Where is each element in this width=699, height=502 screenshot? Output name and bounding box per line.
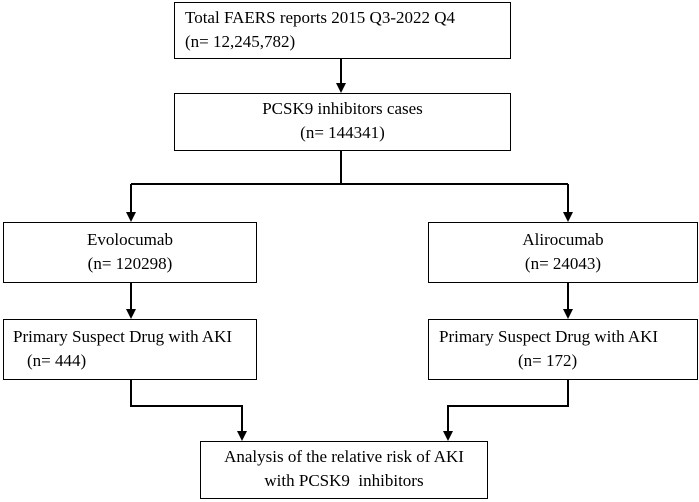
arrow-evo-aki-to-analysis bbox=[130, 379, 247, 441]
node-evolocumab-aki: Primary Suspect Drug with AKI (n= 444) bbox=[3, 319, 257, 380]
node-analysis-relative-risk: Analysis of the relative risk of AKI wit… bbox=[200, 441, 488, 499]
arrow-ali-aki-to-analysis bbox=[443, 379, 569, 441]
node-evolocumab-line1: Evolocumab bbox=[87, 230, 173, 249]
node-total-line1: Total FAERS reports 2015 Q3-2022 Q4 bbox=[185, 8, 456, 27]
node-evolocumab-line2: (n= 120298) bbox=[87, 254, 173, 273]
node-analysis-line1: Analysis of the relative risk of AKI bbox=[224, 447, 464, 466]
node-ali-aki-line2: (n= 172) bbox=[518, 351, 578, 370]
node-alirocumab-line1: Alirocumab bbox=[522, 230, 604, 249]
node-evo-aki-line2: (n= 444) bbox=[27, 351, 87, 370]
node-evo-aki-line1: Primary Suspect Drug with AKI bbox=[13, 327, 233, 346]
node-analysis-line2: with PCSK9 inhibitors bbox=[264, 471, 424, 490]
node-pcsk9-line1: PCSK9 inhibitors cases bbox=[262, 99, 423, 118]
node-pcsk9-line2: (n= 144341) bbox=[300, 123, 385, 142]
node-total-faers-reports: Total FAERS reports 2015 Q3-2022 Q4 (n= … bbox=[174, 2, 511, 59]
node-alirocumab-line2: (n= 24043) bbox=[524, 254, 602, 273]
node-alirocumab-aki: Primary Suspect Drug with AKI (n= 172) bbox=[428, 319, 698, 380]
node-pcsk9-inhibitors-cases: PCSK9 inhibitors cases (n= 144341) bbox=[174, 93, 511, 151]
node-alirocumab: Alirocumab (n= 24043) bbox=[428, 222, 698, 283]
node-ali-aki-line1: Primary Suspect Drug with AKI bbox=[439, 327, 659, 346]
node-total-line2: (n= 12,245,782) bbox=[185, 32, 296, 51]
node-evolocumab: Evolocumab (n= 120298) bbox=[3, 222, 257, 283]
